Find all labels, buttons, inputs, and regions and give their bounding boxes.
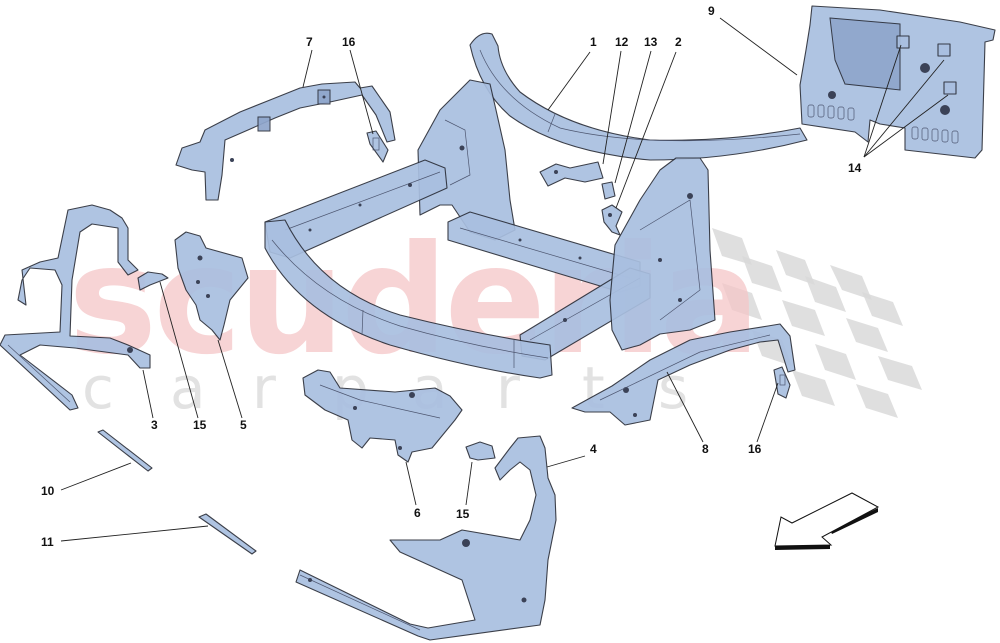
part-5-side-bracket[interactable]: [174, 231, 249, 341]
callout-15b[interactable]: 15: [456, 507, 470, 521]
part-9-bulkhead-panel[interactable]: [799, 5, 996, 159]
part-4-lower-frame[interactable]: [295, 435, 557, 641]
svg-text:a: a: [170, 354, 206, 422]
part-1-upper-arch[interactable]: [469, 32, 808, 161]
callout-4[interactable]: 4: [590, 442, 597, 456]
part-6-lower-bracket[interactable]: [302, 369, 463, 463]
callout-16a[interactable]: 16: [342, 35, 356, 49]
part-2-bracket[interactable]: [601, 204, 623, 236]
part-15-bracket-left[interactable]: [137, 271, 169, 291]
callout-leader-lines: [60, 17, 949, 542]
callout-5[interactable]: 5: [240, 418, 247, 432]
callout-labels: 1 2 3 4 5 6 7 8 9 10 11 12 13 14 15 15 1…: [41, 4, 862, 549]
part-3-left-lower-frame[interactable]: [0, 204, 151, 411]
callout-8[interactable]: 8: [702, 442, 709, 456]
callout-14[interactable]: 14: [848, 161, 862, 175]
callout-11[interactable]: 11: [41, 535, 54, 549]
main-front-frame[interactable]: [264, 79, 716, 379]
callout-10[interactable]: 10: [41, 484, 55, 498]
callout-12[interactable]: 12: [615, 35, 629, 49]
callout-1[interactable]: 1: [590, 35, 597, 49]
arrow-down-left-icon: [774, 492, 880, 550]
part-16-bracket-upper[interactable]: [366, 130, 389, 163]
callout-6[interactable]: 6: [414, 506, 421, 520]
part-12-bracket[interactable]: [539, 161, 604, 187]
part-16-bracket-lower[interactable]: [773, 366, 791, 399]
part-15-bracket-center[interactable]: [465, 441, 496, 461]
part-8-lower-right-rail[interactable]: [571, 323, 796, 426]
part-10-strip[interactable]: [97, 429, 153, 472]
callout-13[interactable]: 13: [644, 35, 658, 49]
callout-15a[interactable]: 15: [193, 418, 207, 432]
callout-16b[interactable]: 16: [748, 442, 762, 456]
callout-9[interactable]: 9: [708, 4, 715, 18]
part-14-patches[interactable]: [896, 35, 957, 95]
part-11-strip[interactable]: [198, 513, 257, 555]
svg-text:r: r: [252, 354, 276, 422]
panel-slots: [807, 104, 959, 144]
part-13-bracket[interactable]: [601, 181, 616, 200]
callout-7[interactable]: 7: [306, 35, 313, 49]
part-7-upper-left-rail[interactable]: [175, 81, 396, 201]
callout-2[interactable]: 2: [675, 35, 682, 49]
svg-text:c: c: [82, 354, 114, 422]
callout-3[interactable]: 3: [151, 418, 158, 432]
